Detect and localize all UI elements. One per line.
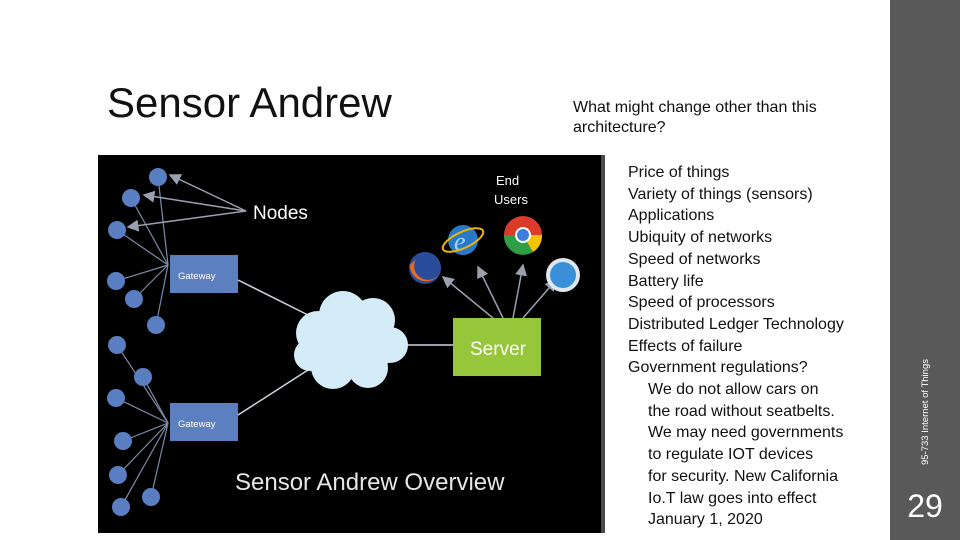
point-applications: Applications: [628, 207, 715, 225]
safari-icon: [546, 258, 580, 292]
point-ubiquity: Ubiquity of networks: [628, 229, 773, 247]
slide-sidebar: [890, 0, 960, 540]
internet-explorer-icon: e: [441, 225, 485, 256]
gateway-top-label: Gateway: [178, 271, 216, 282]
point-battery: Battery life: [628, 272, 704, 290]
top-node-links: [115, 176, 169, 326]
nodes-label: Nodes: [253, 203, 308, 224]
point-regulations: Government regulations?: [628, 359, 808, 377]
nodes-arrows: [126, 174, 247, 232]
diagram-caption: Sensor Andrew Overview: [235, 469, 505, 496]
point-price: Price of things: [628, 164, 730, 181]
cloud-icon: [294, 291, 408, 389]
point-network-speed: Speed of networks: [628, 250, 761, 268]
sub-point-line-4: to regulate IOT devices: [648, 446, 814, 464]
server-box: [453, 318, 541, 376]
slide-question: What might change other than this archit…: [573, 99, 817, 136]
end-users-label-line1: End: [496, 173, 519, 188]
course-footer: 95-733 Internet of Things: [920, 359, 931, 465]
gateway-bottom-label: Gateway: [178, 419, 216, 430]
sub-point-line-1: We do not allow cars on: [648, 381, 819, 399]
architecture-diagram: Nodes Gateway Gateway Server: [98, 155, 605, 533]
point-processors: Speed of processors: [628, 294, 775, 312]
point-failure: Effects of failure: [628, 337, 743, 355]
server-browser-arrows: [441, 263, 557, 319]
sub-point-line-2: the road without seatbelts.: [648, 402, 835, 420]
sub-point-line-5: for security. New California: [648, 467, 838, 485]
chrome-icon: [503, 216, 543, 255]
sub-point-line-3: We may need governments: [648, 424, 844, 442]
gateway-top: [170, 255, 238, 293]
point-variety: Variety of things (sensors): [628, 185, 813, 203]
end-users-label-line2: Users: [494, 192, 528, 207]
svg-text:e: e: [454, 227, 466, 256]
page-number: 29: [907, 488, 943, 524]
sensor-nodes: [107, 168, 167, 516]
server-label: Server: [470, 339, 527, 360]
point-ledger: Distributed Ledger Technology: [628, 315, 844, 333]
slide-title: Sensor Andrew: [107, 79, 392, 126]
sub-point-line-6: Io.T law goes into effect: [648, 489, 817, 507]
sub-point-line-7: January 1, 2020: [648, 511, 763, 529]
bullet-list: Price of things Variety of things (senso…: [628, 162, 890, 531]
gateway-bottom: [170, 403, 238, 441]
firefox-icon: [409, 252, 441, 284]
